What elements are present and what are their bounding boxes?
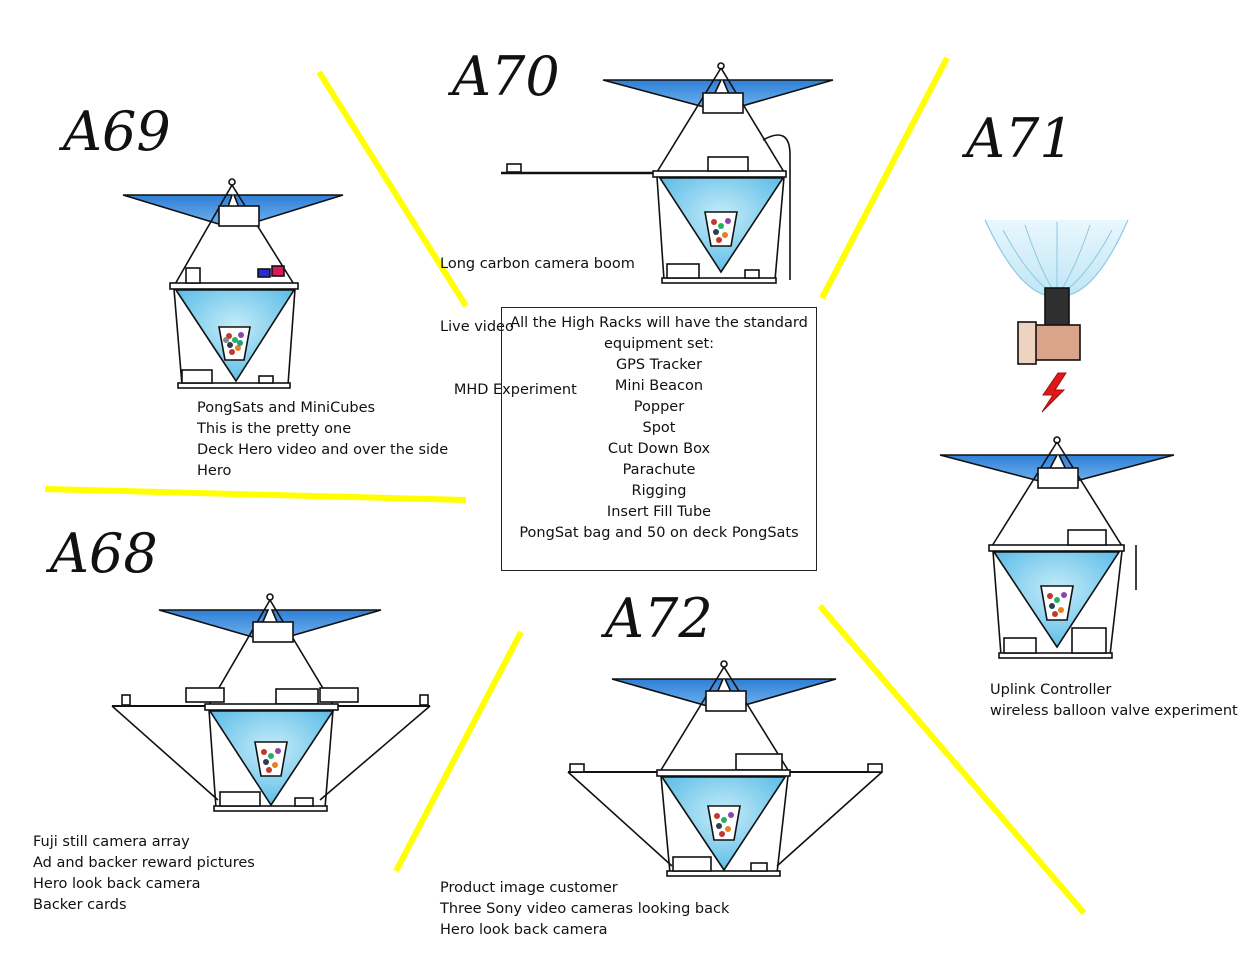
- divider-line: [44, 486, 467, 503]
- rack-title-a70: A70: [447, 45, 560, 108]
- rack-title-a72: A72: [600, 587, 713, 650]
- solar-panel-left: [122, 194, 234, 226]
- box-line: Rigging: [631, 483, 687, 499]
- note-line: Ad and backer reward pictures: [33, 855, 255, 871]
- base-plate: [213, 805, 328, 812]
- pongsat-balls: [223, 332, 244, 355]
- note-line: wireless balloon valve experiment: [990, 703, 1238, 719]
- rack-title-a71: A71: [961, 107, 1074, 170]
- note-line: Uplink Controller: [990, 682, 1112, 698]
- deck-plate: [988, 544, 1125, 552]
- pongsat-tube: [218, 326, 251, 361]
- rack-a72-illustration: [567, 660, 883, 877]
- note-line: Hero look back camera: [440, 922, 608, 938]
- rack-a72-notes: Product image customer Three Sony video …: [440, 878, 729, 941]
- lightning-bolt: [1041, 372, 1067, 413]
- solar-panel-left: [158, 609, 270, 639]
- note-line: Live video: [440, 319, 514, 335]
- deck-plate: [169, 282, 299, 290]
- rack-a69-illustration: [122, 178, 344, 389]
- box-line: Insert Fill Tube: [606, 504, 712, 520]
- box-line: equipment set:: [603, 336, 715, 352]
- pongsat-balls: [261, 748, 281, 773]
- deck-plate: [656, 769, 791, 777]
- box-line: Popper: [633, 399, 685, 415]
- divider-line: [819, 56, 950, 300]
- divider-line: [817, 604, 1087, 915]
- deck-plate: [652, 170, 787, 178]
- rack-a68-illustration: [111, 593, 431, 812]
- box-line: PongSat bag and 50 on deck PongSats: [519, 525, 799, 541]
- pongsat-balls: [711, 218, 731, 243]
- rack-a71-notes: Uplink Controller wireless balloon valve…: [990, 680, 1238, 722]
- rack-a71-illustration: [939, 219, 1175, 659]
- box-line: Parachute: [622, 462, 696, 478]
- note-line: PongSats and MiniCubes: [197, 400, 376, 416]
- divider-line: [316, 70, 469, 308]
- base-plate: [661, 277, 777, 284]
- rack-title-a68: A68: [45, 522, 158, 585]
- standard-equipment-box: All the High Racks will have the standar…: [501, 307, 817, 571]
- note-line: Fuji still camera array: [33, 834, 190, 850]
- deck-plate: [204, 703, 339, 711]
- rack-a69-notes: PongSats and MiniCubes This is the prett…: [197, 398, 448, 482]
- base-plate: [998, 652, 1113, 659]
- note-line: Hero: [197, 463, 232, 479]
- note-line: Hero look back camera: [33, 876, 201, 892]
- rack-a70-illustration: [501, 62, 834, 284]
- rack-a70-notes: Long carbon camera boom Live video MHD E…: [440, 212, 635, 422]
- divider-lines: [44, 56, 1087, 915]
- note-line: Deck Hero video and over the side: [197, 442, 449, 458]
- base-plate: [666, 870, 781, 877]
- rack-a68-notes: Fuji still camera array Ad and backer re…: [33, 832, 255, 916]
- note-line: Three Sony video cameras looking back: [440, 901, 730, 917]
- note-line: Long carbon camera boom: [440, 256, 635, 272]
- pongsat-balls: [1047, 592, 1067, 617]
- base-plate: [177, 382, 291, 389]
- box-line: Cut Down Box: [607, 441, 711, 457]
- note-line: Backer cards: [33, 897, 127, 913]
- note-line: Product image customer: [440, 880, 618, 896]
- note-line: This is the pretty one: [197, 421, 352, 437]
- box-line: Spot: [642, 420, 676, 436]
- box-line: All the High Racks will have the standar…: [510, 315, 808, 331]
- divider-line: [393, 630, 524, 873]
- rack-title-a69: A69: [58, 100, 171, 163]
- pongsat-balls: [714, 812, 734, 837]
- box-line: Mini Beacon: [614, 378, 704, 394]
- note-line: MHD Experiment: [440, 382, 577, 398]
- box-line: GPS Tracker: [615, 357, 703, 373]
